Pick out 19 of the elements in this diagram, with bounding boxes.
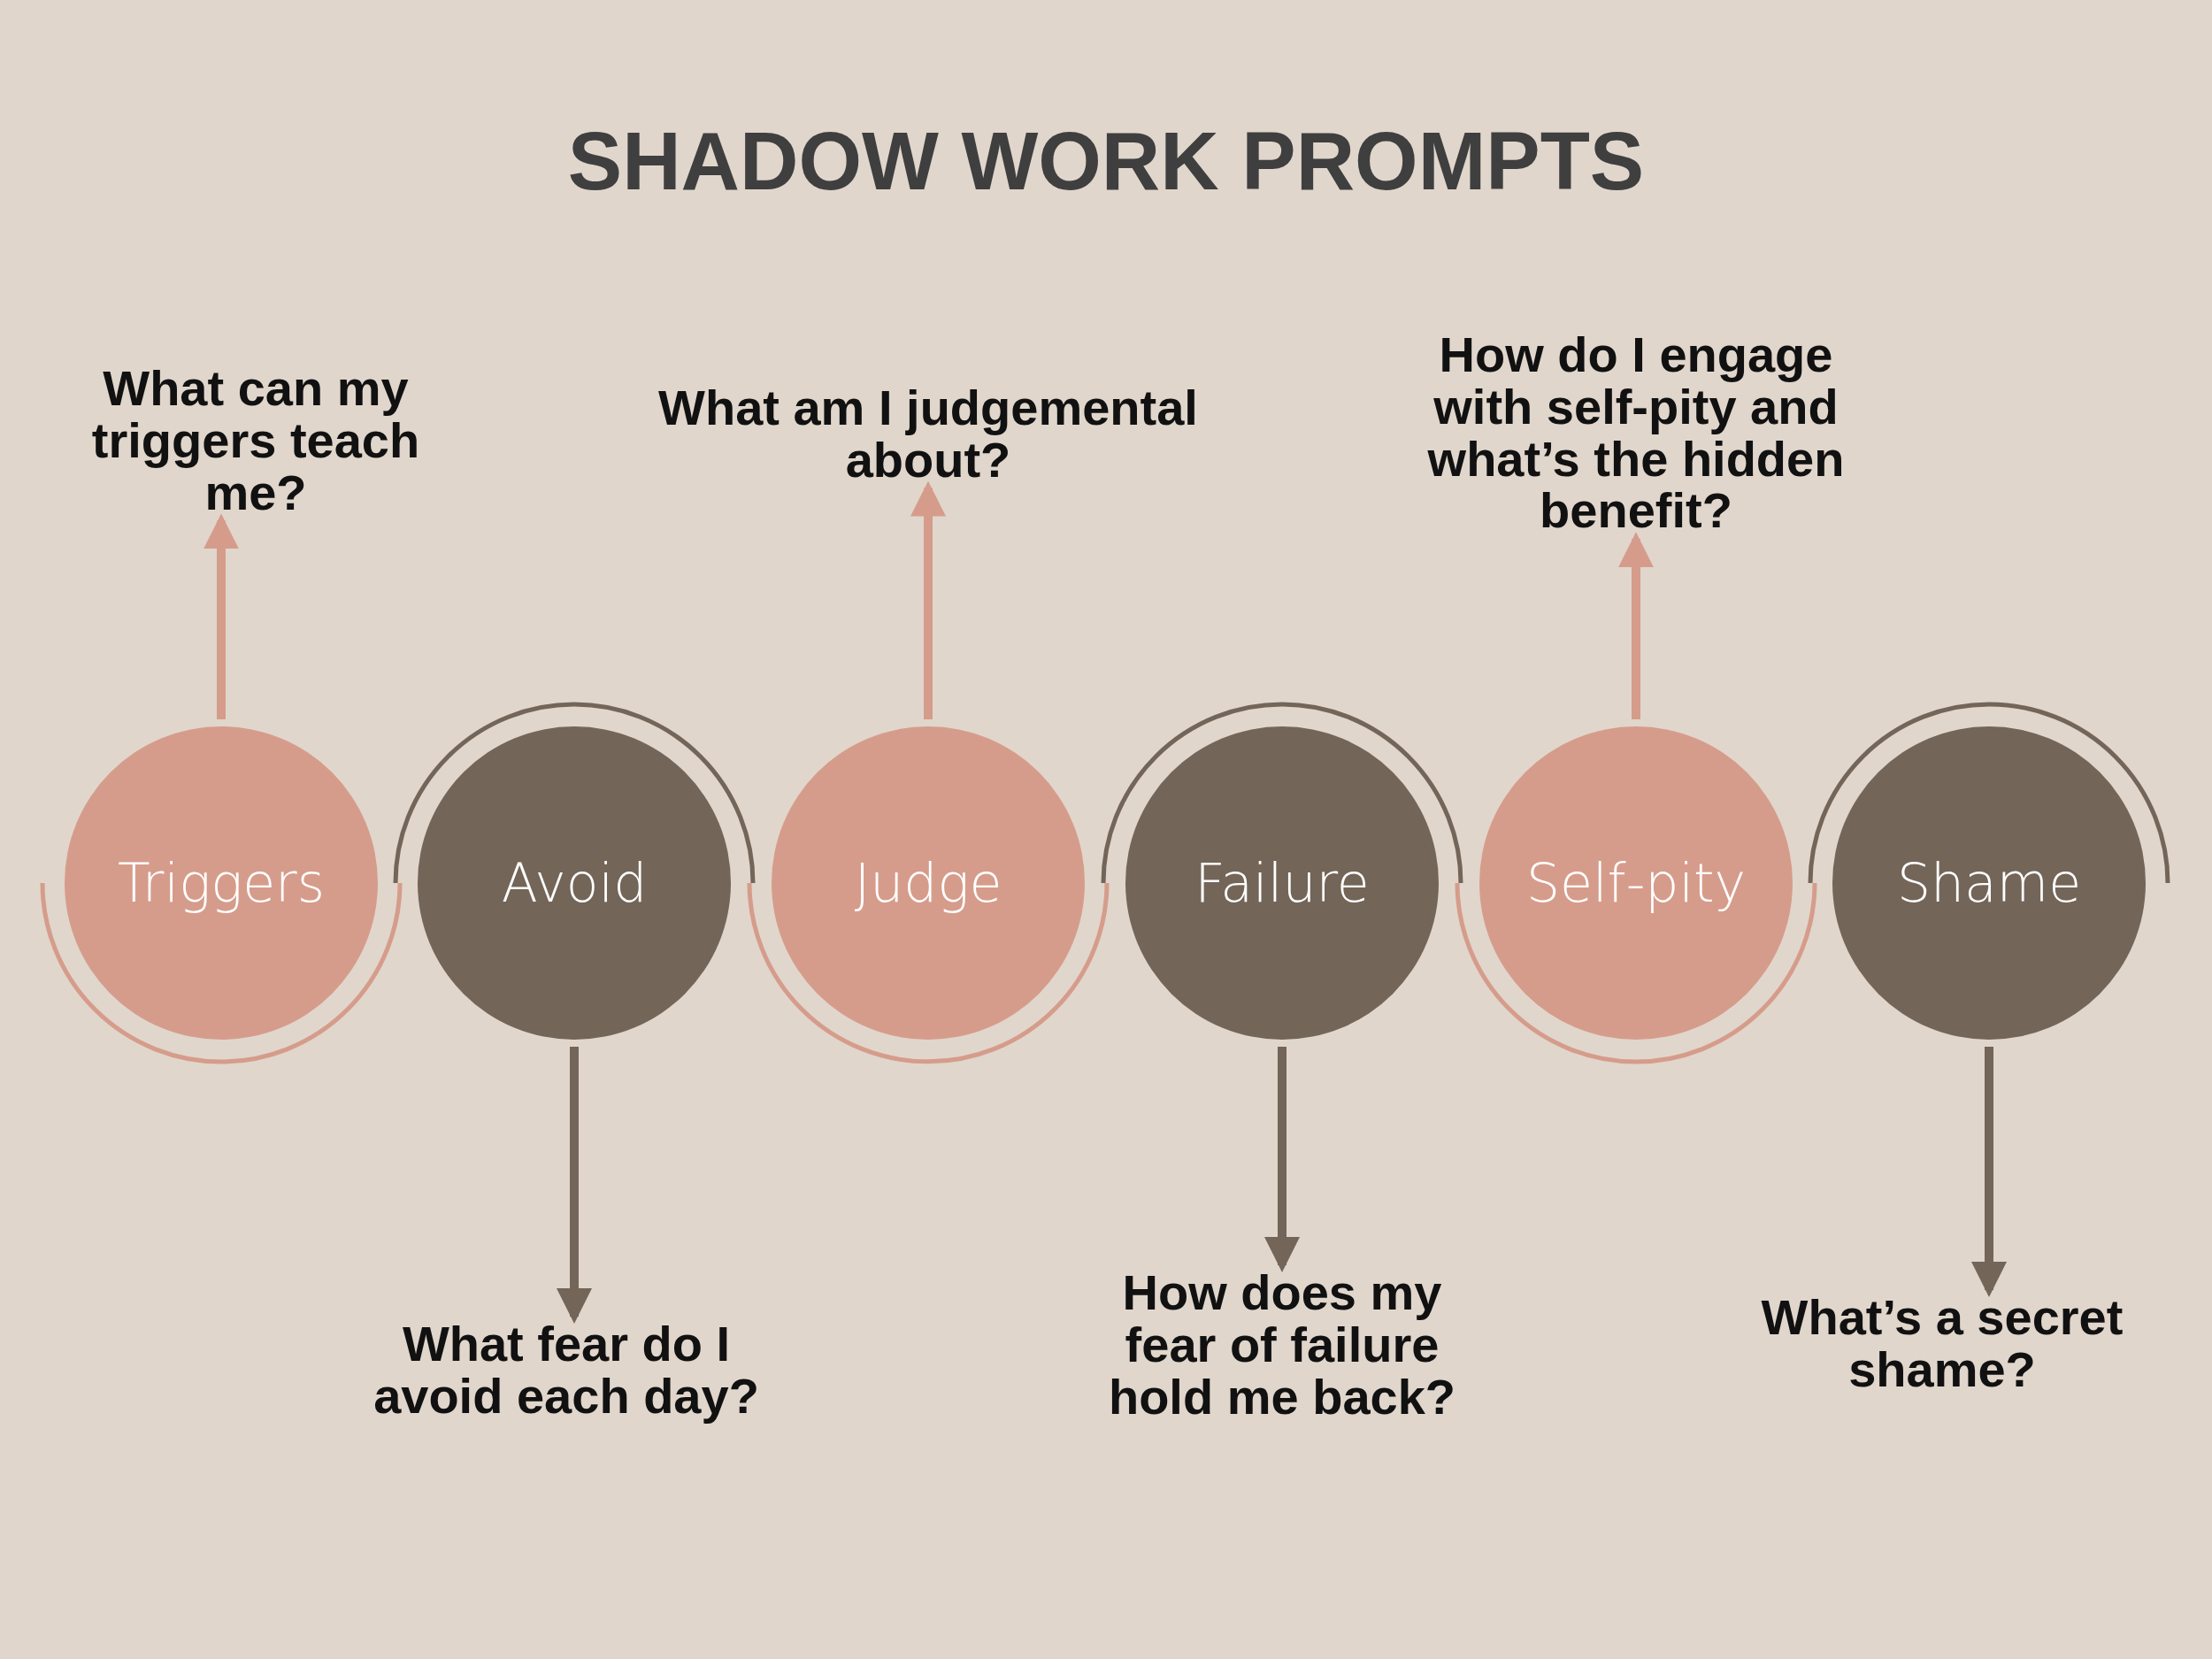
prompt-question: How do I engage with self-pity and what’s the hidden benefit? [1384, 329, 1888, 538]
topic-label: Self-pity [1525, 852, 1747, 914]
prompt-question: What am I judgemental about? [627, 382, 1229, 487]
prompt-question: How does my fear of failure hold me back? [1096, 1267, 1468, 1424]
prompt-question: What’s a secret shame? [1739, 1292, 2146, 1396]
topic-label: Judge [854, 852, 1002, 914]
topic-label: Shame [1896, 852, 2082, 914]
title: SHADOW WORK PROMPTS [567, 115, 1645, 208]
arrow [1971, 1047, 2007, 1297]
topic-label: Triggers [118, 852, 325, 914]
arrow [557, 1047, 592, 1324]
topic-label: Failure [1194, 852, 1370, 914]
topic-label: Avoid [501, 852, 648, 914]
prompt-question: What fear do I avoid each day? [354, 1318, 779, 1423]
arrow [1618, 532, 1654, 719]
prompt-question: What can my triggers teach me? [70, 363, 442, 519]
arrow [910, 480, 946, 719]
arrow [204, 513, 239, 719]
arrow [1264, 1047, 1300, 1272]
